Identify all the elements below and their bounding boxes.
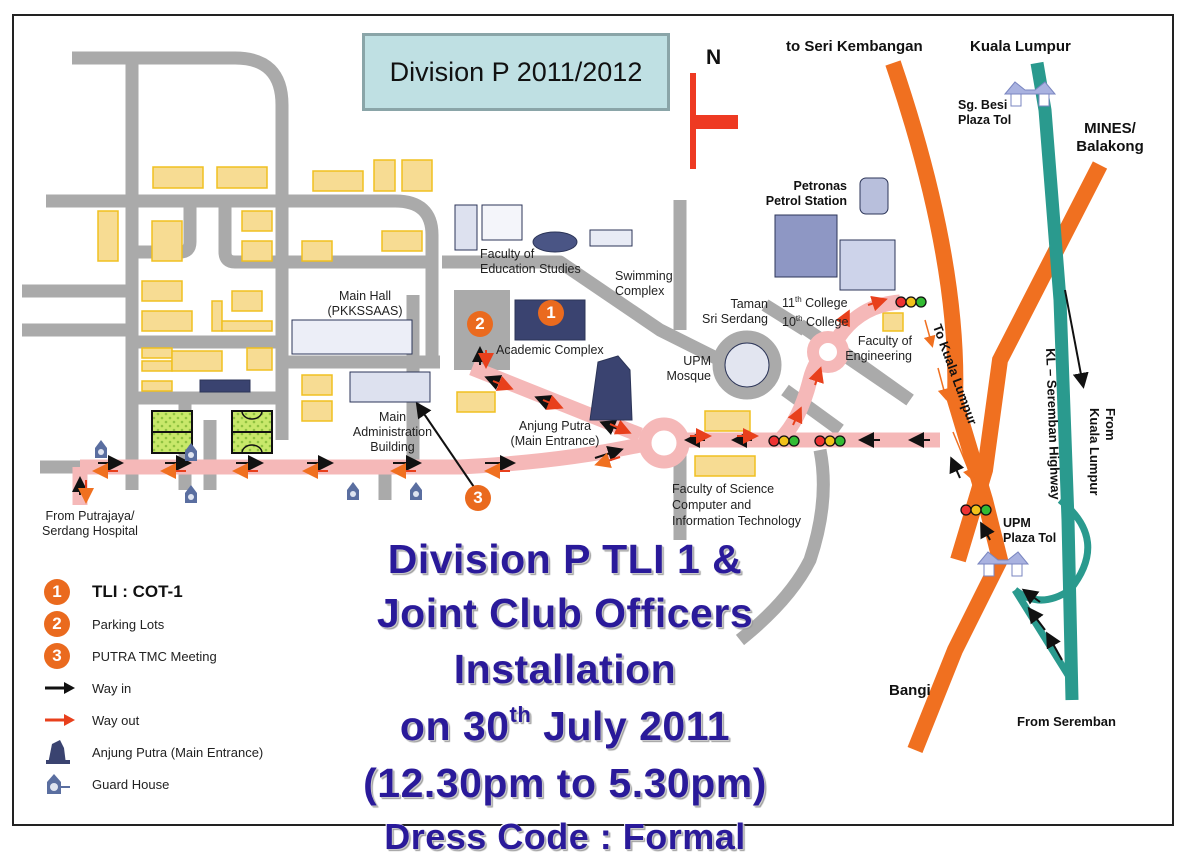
label-bangi: Bangi bbox=[889, 682, 931, 699]
marker-3-icon: 3 bbox=[44, 643, 70, 669]
marker-1-tli-cot[interactable]: 1 bbox=[538, 300, 564, 326]
legend-item-way-out: Way out bbox=[44, 704, 263, 736]
event-date: on 30th July 2011 bbox=[399, 702, 731, 749]
label-anjung-2: (Main Entrance) bbox=[510, 434, 600, 448]
label-from-putrajaya-1: From Putrajaya/ bbox=[45, 509, 135, 523]
label-main-hall-2: (PKKSSAAS) bbox=[327, 304, 403, 318]
guard-house-icon bbox=[47, 774, 70, 794]
marker-1-icon: 1 bbox=[44, 579, 70, 605]
label-fsci-1: Faculty of Science bbox=[672, 482, 775, 496]
label-mines-2: Balakong bbox=[1076, 138, 1144, 155]
label-taman-2: Sri Serdang bbox=[701, 312, 768, 326]
label-upm-mosque-1: UPM bbox=[683, 354, 711, 368]
label-petronas-2: Petrol Station bbox=[765, 194, 847, 208]
event-title-line1: Division P TLI 1 & bbox=[387, 536, 743, 582]
highways bbox=[885, 60, 1108, 753]
label-main-hall-1: Main Hall bbox=[338, 289, 392, 303]
event-title-line3: Installation bbox=[453, 646, 677, 692]
legend-item-putra-tmc: 3 PUTRA TMC Meeting bbox=[44, 640, 263, 672]
label-sg-besi-2: Plaza Tol bbox=[958, 113, 1012, 127]
event-title-line2: Joint Club Officers bbox=[376, 590, 754, 636]
legend-label-way-out: Way out bbox=[92, 712, 140, 728]
label-mines: MINES/Balakong bbox=[1070, 120, 1150, 156]
label-from-putrajaya: From Putrajaya/Serdang Hospital bbox=[30, 509, 150, 539]
legend-item-guard-house: Guard House bbox=[44, 768, 263, 800]
label-to-seri-kembangan: to Seri Kembangan bbox=[786, 38, 923, 55]
label-main-hall: Main Hall(PKKSSAAS) bbox=[320, 289, 410, 319]
legend-label-tli: TLI : COT-1 bbox=[92, 582, 183, 601]
legend-item-way-in: Way in bbox=[44, 672, 263, 704]
legend-item-parking: 2 Parking Lots bbox=[44, 608, 263, 640]
pointer-to-admin bbox=[415, 401, 477, 491]
label-fsci-3: Information Technology bbox=[672, 514, 802, 528]
label-main-admin-1: Main bbox=[378, 410, 407, 424]
label-main-admin-3: Building bbox=[370, 440, 415, 454]
legend-label-way-in: Way in bbox=[92, 680, 132, 696]
toll-plaza-icons bbox=[976, 81, 1057, 577]
anjung-putra-icon bbox=[46, 740, 70, 764]
event-dress-code: Dress Code : Formal bbox=[384, 816, 746, 857]
compass-icon bbox=[690, 73, 738, 169]
label-from-kl-1: From bbox=[1103, 408, 1118, 441]
label-faculty-education-2: Education Studies bbox=[480, 262, 581, 276]
legend-label-parking: Parking Lots bbox=[92, 616, 165, 632]
event-time: (12.30pm to 5.30pm) bbox=[363, 760, 767, 806]
label-from-kl-2: Kuala Lumpur bbox=[1087, 408, 1102, 496]
label-faculty-engineering-2: Engineering bbox=[845, 349, 912, 363]
label-colleges: 11th College 10th College bbox=[782, 292, 848, 330]
label-from-putrajaya-2: Serdang Hospital bbox=[42, 524, 138, 538]
guard-house-icons bbox=[95, 440, 422, 503]
label-mines-1: MINES/ bbox=[1084, 120, 1136, 137]
legend-label-guard-house: Guard House bbox=[92, 776, 170, 792]
marker-2-parking[interactable]: 2 bbox=[467, 311, 493, 337]
main-roundabout bbox=[638, 417, 690, 469]
legend-label-putra-tmc: PUTRA TMC Meeting bbox=[92, 648, 217, 664]
red-arrow-icon bbox=[45, 714, 75, 726]
label-faculty-engineering-1: Faculty of bbox=[857, 334, 912, 348]
label-petronas-1: Petronas bbox=[793, 179, 848, 193]
black-arrow-icon bbox=[45, 682, 75, 694]
way-out-arrows bbox=[78, 295, 888, 504]
label-swimming-1: Swimming bbox=[615, 269, 673, 283]
header-title: Division P 2011/2012 bbox=[389, 56, 643, 87]
legend-item-anjung-putra: Anjung Putra (Main Entrance) bbox=[44, 736, 263, 768]
label-from-seremban: From Seremban bbox=[1017, 714, 1116, 729]
label-upm-plaza-2: Plaza Tol bbox=[1003, 531, 1057, 545]
legend-item-tli: 1 TLI : COT-1 bbox=[44, 576, 263, 608]
label-kuala-lumpur: Kuala Lumpur bbox=[970, 38, 1071, 55]
label-main-admin-2: Administration bbox=[352, 425, 433, 439]
label-swimming-2: Complex bbox=[615, 284, 665, 298]
engineering-roundabout bbox=[807, 331, 849, 373]
label-fsci-2: Computer and bbox=[672, 498, 752, 512]
label-anjung-1: Anjung Putra bbox=[518, 419, 592, 433]
label-upm-mosque-2: Mosque bbox=[666, 369, 711, 383]
label-academic-complex: Academic Complex bbox=[496, 343, 604, 357]
label-upm-plaza-1: UPM bbox=[1003, 516, 1031, 530]
label-11th-college: 11th College bbox=[782, 295, 848, 311]
label-taman-1: Taman bbox=[730, 297, 768, 311]
label-sg-besi-1: Sg. Besi bbox=[958, 98, 1008, 112]
label-faculty-education-1: Faculty of bbox=[480, 247, 535, 261]
landmark-illustrations bbox=[199, 177, 896, 421]
marker-3-putra-tmc[interactable]: 3 bbox=[465, 485, 491, 511]
legend-label-anjung-putra: Anjung Putra (Main Entrance) bbox=[92, 744, 264, 760]
buildings bbox=[97, 159, 904, 477]
label-10th-college: 10th College bbox=[782, 314, 849, 330]
division-header: Division P 2011/2012 bbox=[362, 33, 670, 111]
label-anjung-putra: Anjung Putra(Main Entrance) bbox=[500, 419, 610, 449]
highway-out-arrows bbox=[923, 319, 975, 481]
traffic-lights bbox=[768, 296, 992, 516]
marker-2-icon: 2 bbox=[44, 611, 70, 637]
north-label: N bbox=[706, 46, 722, 69]
legend: 1 TLI : COT-1 2 Parking Lots 3 PUTRA TMC… bbox=[44, 576, 263, 800]
